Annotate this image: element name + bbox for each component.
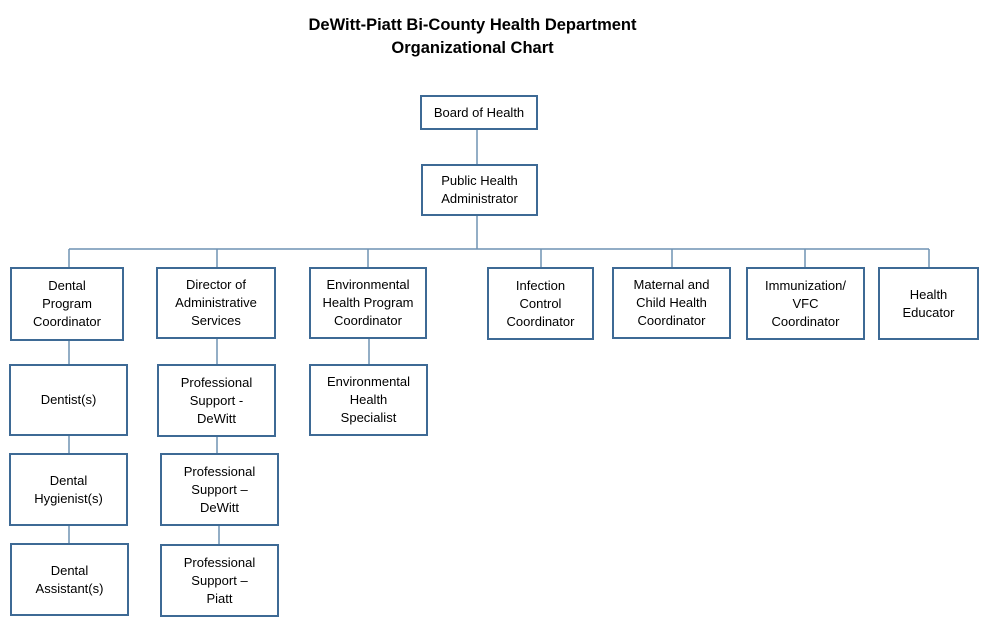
node-label-line: Environmental [326,374,411,389]
node-label-line: VFC [792,295,819,311]
node-label-line: Health Program [322,295,414,310]
node-label-line: Health [909,286,948,302]
node-label-line: Infection [515,277,566,293]
node-label-line: Coordinator [334,313,402,328]
node-label-line: Support - [189,392,244,408]
node-label-line: Coordinator [506,313,575,329]
chart-title: DeWitt-Piatt Bi-County Health Department… [230,14,715,60]
title-line-2: Organizational Chart [391,39,554,57]
node-label-line: Assistant(s) [35,580,104,596]
node-label-line: Administrator [441,191,518,206]
node-board-of-health: Board of Health [420,95,538,130]
node-label-line: Services [191,313,241,328]
node-label-line: Dentist(s) [40,392,97,407]
node-immunization-vfc-coordinator: Immunization/VFC Coordinator [746,267,865,340]
node-label-line: Administrative [175,295,257,310]
node-label-line: Health [349,392,388,407]
node-label-line: Support – [191,481,248,497]
node-label-line: Director of [186,277,246,292]
node-label-line: Program [42,296,92,311]
node-label-line: Professional [183,463,256,479]
node-label-line: Immunization/ [765,277,846,293]
node-label-line: Maternal and [633,277,710,292]
node-label-line: Dental [48,278,86,293]
node-dentists: Dentist(s) [9,364,128,436]
node-label-line: Professional [183,554,256,570]
node-label-line: Dental [50,562,89,578]
node-label-line: Environmental [326,277,410,292]
node-label-line: Hygienist(s) [34,490,103,506]
node-label-line: Piatt [206,590,233,606]
title-line-1: DeWitt-Piatt Bi-County Health Department [308,16,637,34]
node-label-line: Coordinator [33,314,101,329]
node-label-line: Support – [191,572,248,588]
node-label-line: Child Health [636,295,707,310]
node-label-line: Public Health [441,173,518,188]
node-label-line: Dental [49,472,88,488]
node-label-line: DeWitt [199,499,239,515]
node-label-line: Coordinator [771,313,840,329]
node-label-line: Educator [902,304,955,320]
node-label-line: Control [519,295,562,311]
node-label-line: DeWitt [196,410,236,426]
node-label-line: Specialist [340,410,397,425]
node-label-line: Coordinator [637,313,706,328]
node-label-line: Board of Health [433,104,525,120]
node-label-line: Professional [180,374,253,390]
